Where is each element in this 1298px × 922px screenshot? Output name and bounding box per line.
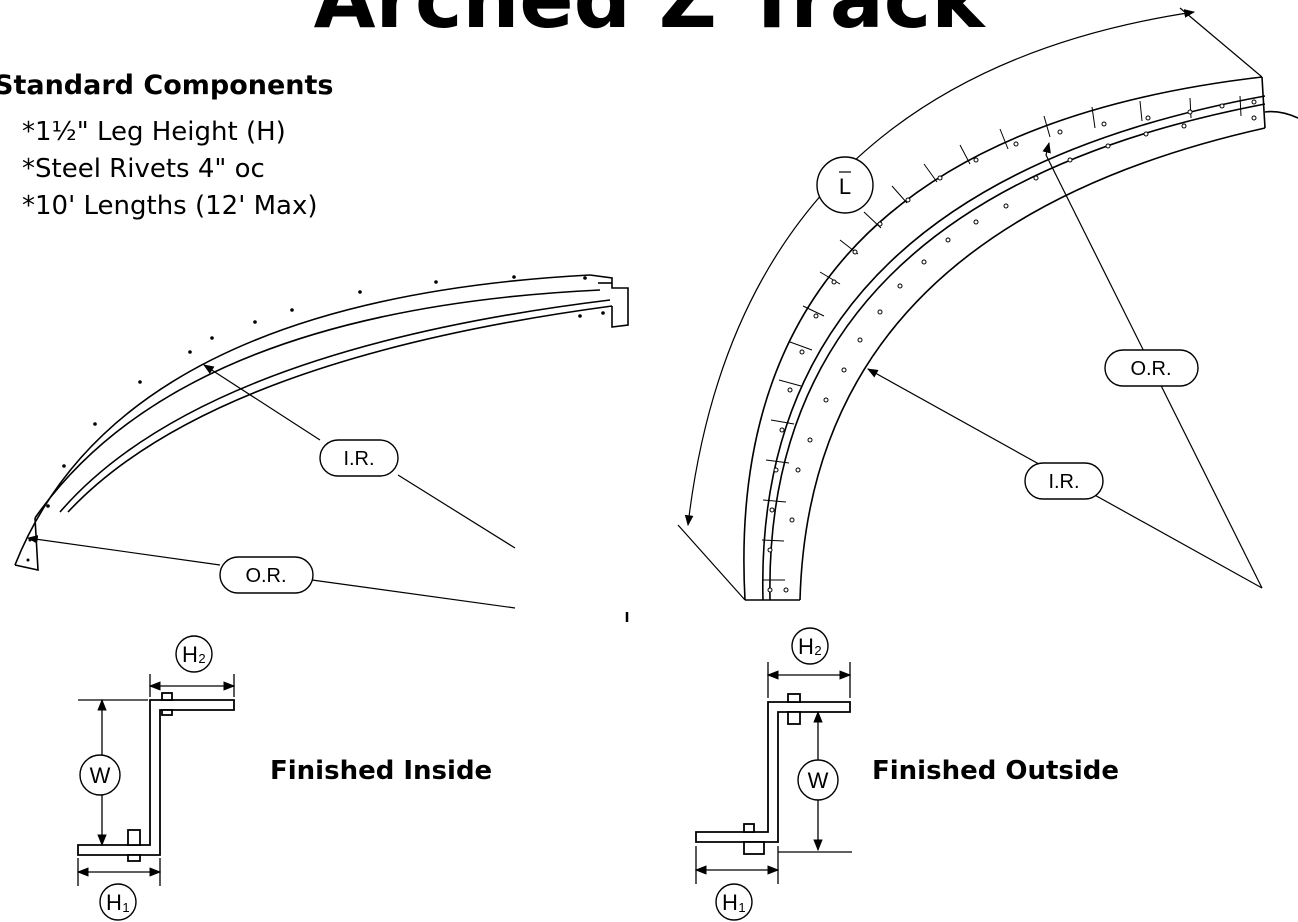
svg-text:1: 1 <box>122 900 129 915</box>
svg-text:O.R.: O.R. <box>245 565 286 587</box>
left-track-outer-edge <box>14 274 591 566</box>
right-leader-lines <box>677 7 1263 601</box>
svg-text:H: H <box>798 634 814 659</box>
inside-h1-callout: H 1 <box>99 883 137 921</box>
caption-finished-outside: Finished Outside <box>872 756 1120 786</box>
left-arched-track <box>14 274 629 572</box>
right-or-callout: O.R. <box>1104 349 1199 387</box>
svg-text:2: 2 <box>814 643 821 658</box>
right-arc-length-callout: L <box>816 156 874 214</box>
right-track-outer-edge <box>743 76 1263 601</box>
component-lengths: *10' Lengths (12' Max) <box>22 191 318 221</box>
component-rivets: *Steel Rivets 4" oc <box>22 154 265 184</box>
left-or-callout: O.R. <box>219 556 314 594</box>
svg-text:H: H <box>106 890 122 915</box>
left-leader-lines <box>26 364 516 609</box>
left-track-end-left <box>14 517 39 572</box>
svg-text:O.R.: O.R. <box>1130 358 1171 380</box>
left-track-flange-edge <box>34 289 601 519</box>
inside-w-callout: W <box>79 754 121 796</box>
component-leg-height: *1½" Leg Height (H) <box>22 117 286 147</box>
left-track-inner-edge-2 <box>67 305 613 513</box>
left-track-end-right <box>589 274 629 328</box>
svg-text:H: H <box>182 642 198 667</box>
svg-text:2: 2 <box>198 651 205 666</box>
svg-text:I.R.: I.R. <box>1048 471 1079 493</box>
right-track-extension <box>1264 110 1298 119</box>
svg-text:H: H <box>722 890 738 915</box>
inside-profile <box>77 692 235 862</box>
right-ir-callout: I.R. <box>1024 462 1104 500</box>
caption-finished-inside: Finished Inside <box>270 756 493 786</box>
left-track-inner-edge <box>59 299 611 513</box>
svg-text:1: 1 <box>738 900 745 915</box>
right-track-end-top <box>1261 76 1266 129</box>
right-arched-track <box>743 76 1298 601</box>
svg-text:I.R.: I.R. <box>343 448 374 470</box>
components-list: *1½" Leg Height (H) *Steel Rivets 4" oc … <box>22 114 318 225</box>
outside-h2-callout: H 2 <box>791 627 829 665</box>
outside-w-callout: W <box>797 759 839 801</box>
outside-profile <box>695 693 851 855</box>
left-ir-callout: I.R. <box>319 439 399 477</box>
svg-text:L: L <box>839 174 851 199</box>
components-heading: Standard Components <box>0 70 334 101</box>
svg-text:W: W <box>808 768 829 793</box>
outside-h1-callout: H 1 <box>715 883 753 921</box>
inside-h2-callout: H 2 <box>175 635 213 673</box>
inside-profile-shape <box>77 699 235 856</box>
svg-text:W: W <box>90 763 111 788</box>
